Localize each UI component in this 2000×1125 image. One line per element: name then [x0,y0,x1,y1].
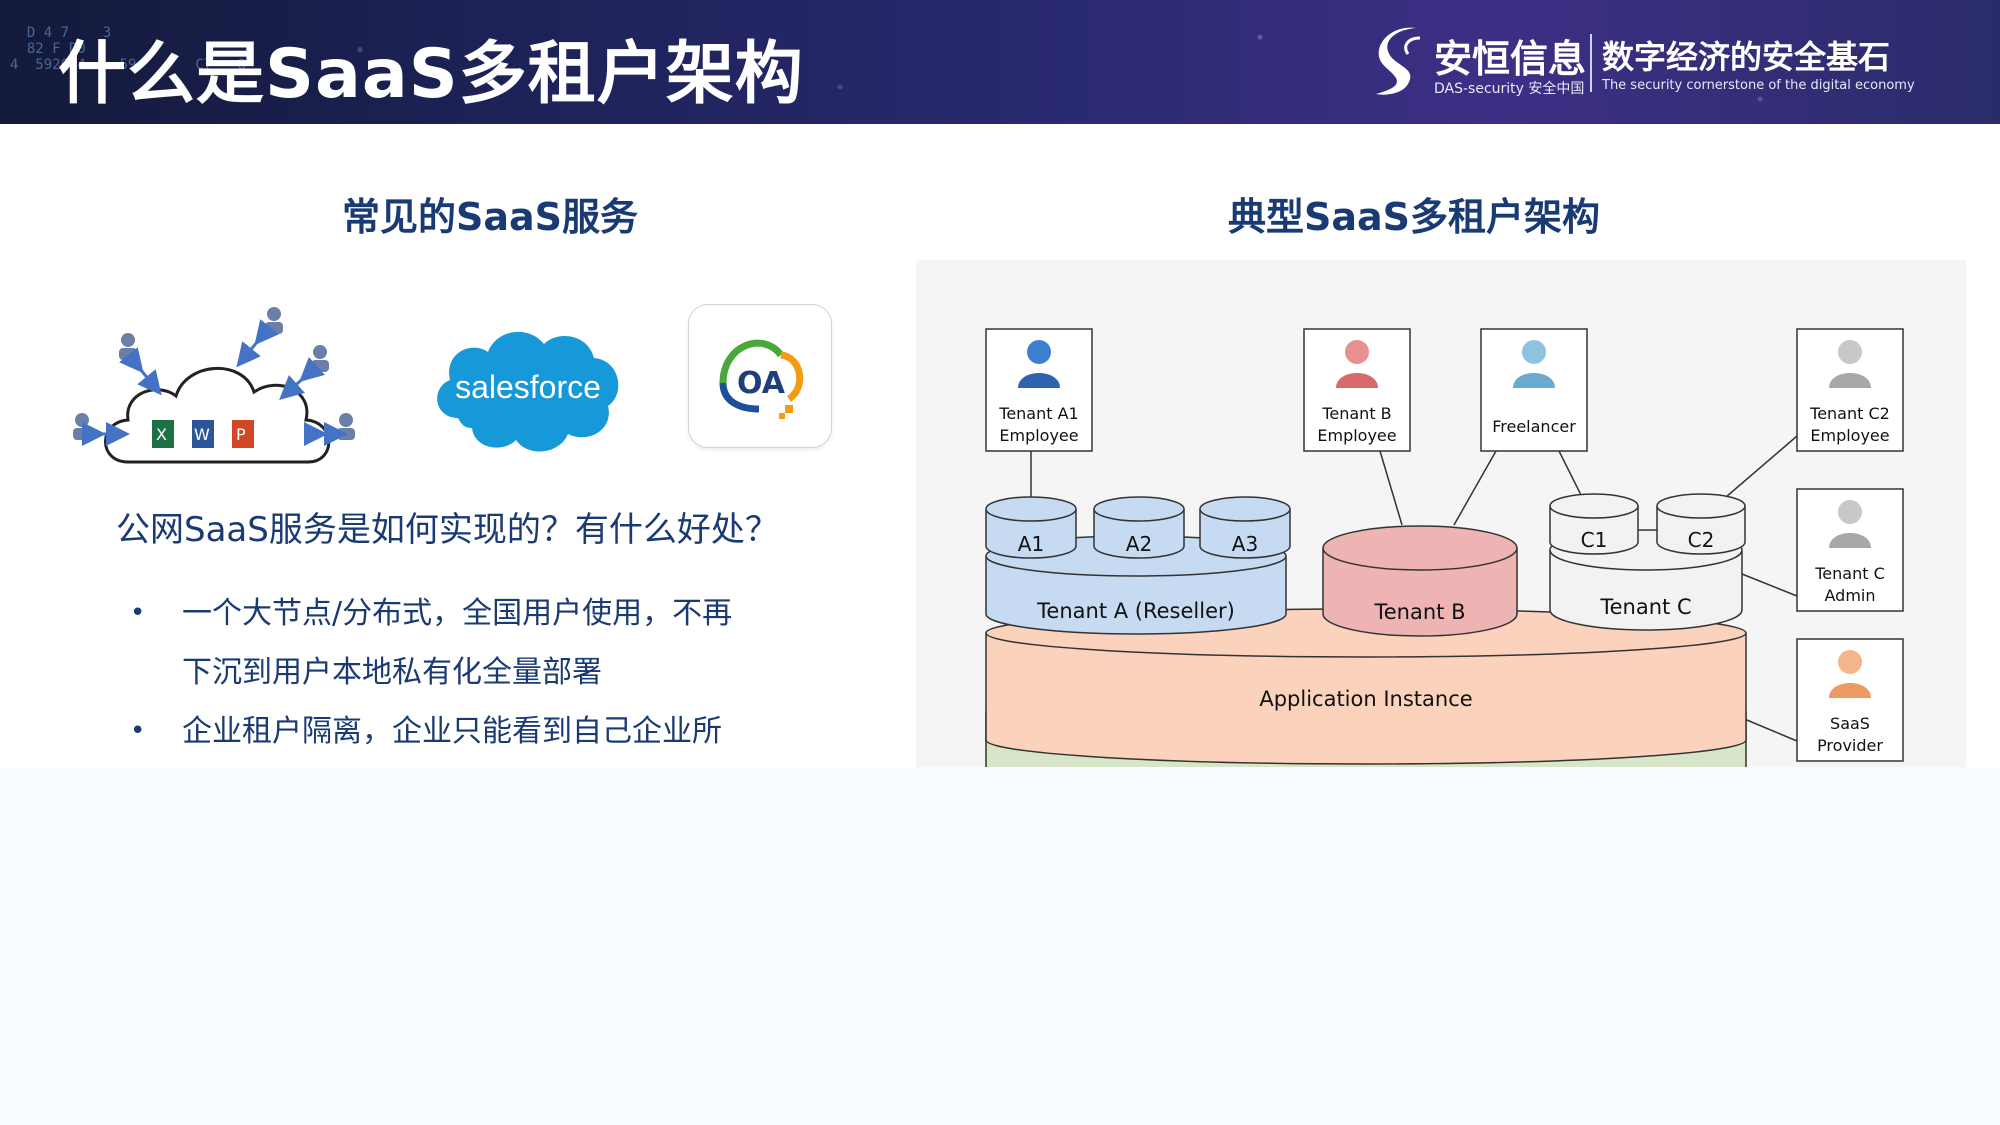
sub-tenant-a3: A3 [1199,496,1291,559]
tenant-b-cylinder: Tenant B [1322,525,1518,637]
tenant-a-cylinder: Tenant A (Reseller) A1 A2 A3 [985,496,1291,635]
user-box-saas-provider: SaaS Provider [1796,638,1904,762]
bullet-line: 下沉到用户本地私有化全量部署 [182,655,602,690]
tenant-b-employee-icon [1336,340,1378,388]
bullet-item: • 一个大节点/分布式，全国用户使用，不再 下沉到用户本地私有化全量部署 [130,584,850,702]
salesforce-logo: salesforce [437,331,619,452]
tenant-c2-line2: Employee [1810,426,1889,445]
c2-label: C2 [1688,528,1715,552]
svg-text:X: X [156,425,167,444]
user-box-tenant-a1: Tenant A1 Employee [985,328,1093,452]
excel-icon: X [152,420,174,448]
sub-tenant-a2: A2 [1093,496,1185,559]
tenant-b-line1: Tenant B [1321,404,1391,423]
tenant-b-label: Tenant B [1374,600,1466,624]
logo-separator [1590,34,1592,92]
bullet-line: 企业租户隔离，企业只能看到自己企业所 [182,714,722,749]
saas-provider-icon [1829,650,1871,698]
logo-name: 安恒信息 [1434,37,1587,81]
right-section-title: 典型SaaS多租户架构 [1228,195,1601,239]
tenant-c2-line1: Tenant C2 [1809,404,1890,423]
bullet-dot: • [130,716,146,746]
word-icon: W [192,420,214,448]
question-text: 公网SaaS服务是如何实现的？有什么好处？ [116,510,779,550]
a3-label: A3 [1232,532,1258,556]
sub-tenant-c2: C2 [1656,493,1746,555]
a2-label: A2 [1126,532,1152,556]
saas-provider-line1: SaaS [1830,714,1870,733]
user-box-tenant-b: Tenant B Employee [1303,328,1411,452]
freelancer-icon [1513,340,1555,388]
c1-label: C1 [1581,528,1608,552]
multitenant-architecture-diagram: Application Instance Tenant A (Reseller)… [916,260,1966,767]
tenant-c-label: Tenant C [1599,595,1691,619]
saas-provider-line2: Provider [1817,736,1883,755]
tenant-c-cylinder: Tenant C C1 C2 [1549,493,1746,631]
cloud-office-illustration: X W P [73,307,355,464]
tenant-a1-employee-icon [1018,340,1060,388]
svg-text:W: W [194,425,210,444]
oa-logo: OA [719,339,804,419]
tenant-c-admin-line1: Tenant C [1814,564,1885,583]
slide-title: 什么是SaaS多租户架构 [58,35,804,114]
bullet-dot: • [130,598,146,628]
logo-subtitle: DAS-security 安全中国 [1434,81,1585,97]
tenant-c2-employee-icon [1829,340,1871,388]
saas-services-row: X W P salesforce [68,292,848,472]
user-box-tenant-c2: Tenant C2 Employee [1796,328,1904,452]
a1-label: A1 [1018,532,1044,556]
logo-mark-icon [1376,27,1421,95]
tenant-b-line2: Employee [1317,426,1396,445]
powerpoint-icon: P [232,420,254,448]
user-box-tenant-c-admin: Tenant C Admin [1796,488,1904,612]
oa-app-icon: OA [688,304,832,448]
logo-slogan: 数字经济的安全基石 [1602,38,1891,76]
header-digits: D 4 7 3 82 F D0 4 5926 4 59 C7 8 [10,25,247,73]
sub-tenant-c1: C1 [1549,493,1639,555]
tenant-a-label: Tenant A (Reseller) [1036,599,1235,623]
tenant-a1-line1: Tenant A1 [998,404,1078,423]
header-background [0,0,2000,124]
tenant-a1-line2: Employee [999,426,1078,445]
logo-slogan-english: The security cornerstone of the digital … [1602,78,1915,93]
connector-lines [1030,435,1798,742]
sub-tenant-a1: A1 [985,496,1077,559]
slide-content: 常见的SaaS服务 典型SaaS多租户架构 X W P [0,124,2000,767]
bullet-line: 一个大节点/分布式，全国用户使用，不再 [182,596,733,631]
svg-text:P: P [236,425,246,444]
user-box-freelancer: Freelancer [1480,328,1588,452]
salesforce-text: salesforce [455,369,601,405]
tenant-c-admin-line2: Admin [1825,586,1876,605]
left-section-title: 常见的SaaS服务 [342,195,639,239]
oa-text: OA [737,366,786,401]
freelancer-label: Freelancer [1492,417,1576,436]
tenant-c-admin-icon [1829,500,1871,548]
company-logo: 安恒信息 DAS-security 安全中国 数字经济的安全基石 The sec… [1372,22,1952,104]
slide-header: D 4 7 3 82 F D0 4 5926 4 59 C7 8 什么是SaaS… [0,0,2000,124]
bullet-item: • 企业租户隔离，企业只能看到自己企业所 [130,702,850,761]
slide-bottom-area [0,767,2000,1125]
application-instance-label: Application Instance [1259,687,1472,711]
bullet-list: • 一个大节点/分布式，全国用户使用，不再 下沉到用户本地私有化全量部署 • 企… [130,584,850,767]
